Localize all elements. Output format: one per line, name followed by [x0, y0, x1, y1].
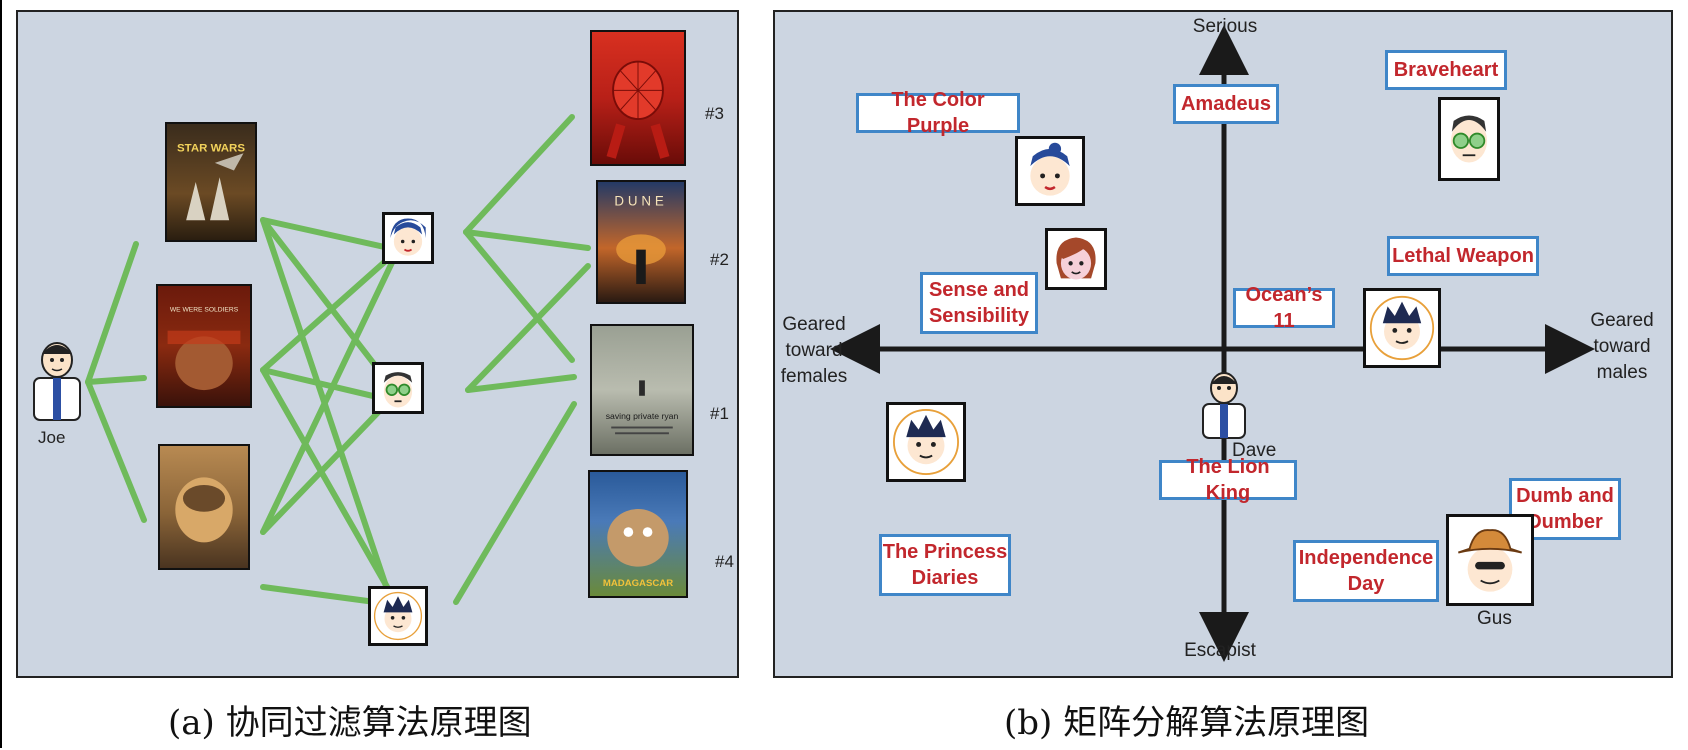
poster-saving-private-ryan-title: saving private ryan	[606, 411, 679, 421]
avatar-spiky-hair-user	[368, 586, 428, 646]
poster-saving-private-ryan: saving private ryan	[590, 324, 694, 456]
rank-label-1: #1	[710, 404, 729, 423]
dave-figure	[1193, 364, 1255, 440]
avatar-spiky-hair-user	[1363, 288, 1441, 368]
poster-madagascar-title: MADAGASCAR	[603, 578, 673, 589]
poster-star-wars: STAR WARS	[165, 122, 257, 242]
movie-lion-king: The Lion King	[1159, 456, 1297, 504]
movie-sense-sensibility: Sense and Sensibility	[920, 272, 1038, 334]
caption-b: (b) 矩阵分解算法原理图	[1004, 703, 1370, 743]
recommendation-edges	[85, 114, 591, 607]
poster-madagascar: MADAGASCAR	[588, 470, 688, 598]
movie-color-purple: The Color Purple	[856, 89, 1020, 137]
axis-label-escapist: Escapist	[1184, 640, 1256, 661]
poster-dune-title: DUNE	[614, 194, 667, 209]
avatar-female-user	[1015, 136, 1085, 206]
avatar-female-user	[382, 212, 434, 264]
rank-label-4: #4	[715, 552, 734, 571]
movie-amadeus: Amadeus	[1173, 84, 1279, 124]
avatar-spiky-hair-user-2	[886, 402, 966, 482]
poster-dune: DUNE	[596, 180, 686, 304]
movie-lethal-weapon: Lethal Weapon	[1387, 236, 1539, 276]
gus-label: Gus	[1477, 608, 1512, 629]
poster-we-were-soldiers-title: WE WERE SOLDIERS	[170, 307, 239, 314]
poster-star-wars-title: STAR WARS	[177, 142, 245, 154]
avatar-glasses-user	[1438, 97, 1500, 181]
movie-independence-day: Independence Day	[1293, 540, 1439, 602]
dave-label: Dave	[1232, 440, 1277, 461]
movie-braveheart: Braveheart	[1385, 50, 1507, 90]
avatar-redhead-user	[1045, 228, 1107, 290]
axis-label-males: Geared toward males	[1590, 310, 1654, 383]
panel-collaborative-filtering: Joe STAR WARS WE WERE SOLDIERS	[16, 10, 739, 678]
avatar-glasses-user	[372, 362, 424, 414]
movie-princess-diaries: The Princess Diaries	[879, 534, 1011, 596]
axis-label-serious: Serious	[1192, 16, 1258, 37]
rank-label-3: #3	[705, 104, 724, 123]
poster-spider-man	[590, 30, 686, 166]
movie-oceans-11: Ocean’s 11	[1233, 284, 1335, 332]
rank-label-2: #2	[710, 250, 729, 269]
avatar-cowboy-gus	[1446, 514, 1534, 606]
panel-matrix-factorization: Serious Escapist Geared toward females G…	[773, 10, 1673, 678]
poster-black-hawk-down	[158, 444, 250, 570]
axis-label-females: Geared toward females	[780, 314, 848, 387]
caption-a: (a) 协同过滤算法原理图	[168, 703, 532, 743]
poster-we-were-soldiers: WE WERE SOLDIERS	[156, 284, 252, 408]
joe-figure	[22, 328, 92, 424]
joe-label: Joe	[38, 428, 66, 447]
